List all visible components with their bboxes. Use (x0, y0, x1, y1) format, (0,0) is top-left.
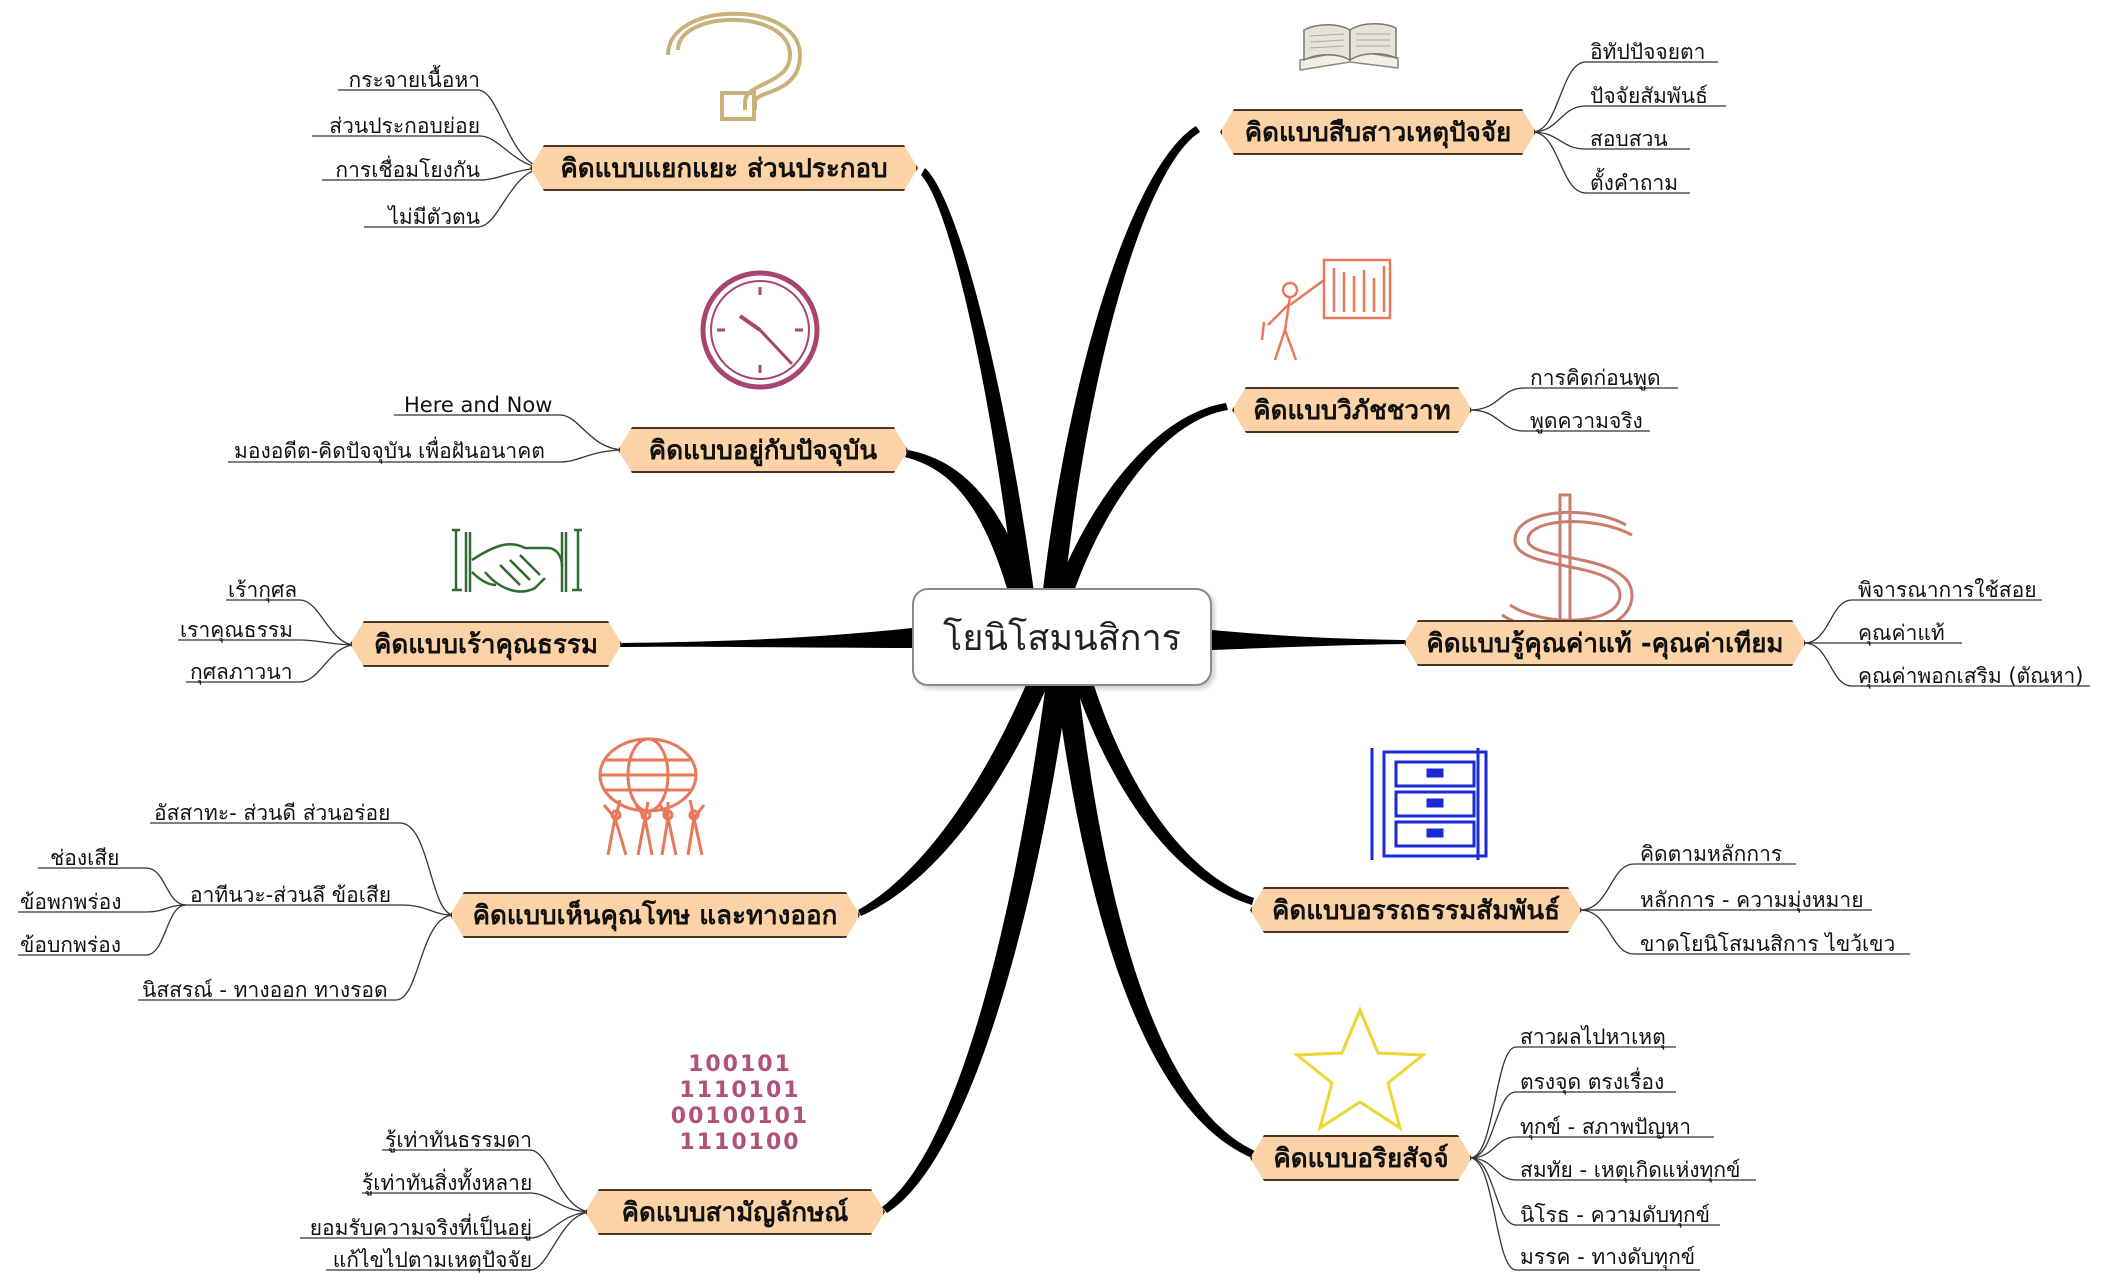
binary-line: 1110100 (679, 1130, 801, 1155)
leaf-t4-1[interactable]: อัสสาทะ- ส่วนดี ส่วนอร่อย (154, 801, 391, 825)
leaf-connectors (18, 61, 2090, 1271)
leaf-t10-2[interactable]: ตรงจุด ตรงเรื่อง (1520, 1070, 1665, 1094)
leaf-t1-2[interactable]: ส่วนประกอบย่อย (329, 114, 480, 138)
branch-t10 (1050, 637, 1255, 1158)
topic-common-characteristics[interactable]: คิดแบบสามัญลักษณ์ (585, 1189, 885, 1235)
leaf-t3-2[interactable]: เราคุณธรรม (180, 618, 293, 642)
binary-line: 1110101 (679, 1078, 801, 1103)
topic-arouse-virtue[interactable]: คิดแบบเร้าคุณธรรม (350, 621, 622, 667)
leaf-t4-3[interactable]: นิสสรณ์ - ทางออก ทางรอด (142, 978, 388, 1002)
branch-t8 (1212, 630, 1405, 650)
topic-analyze-components[interactable]: คิดแบบแยกแยะ ส่วนประกอบ (530, 145, 918, 191)
leaf-t8-1[interactable]: พิจารณาการใช้สอย (1858, 578, 2037, 602)
leaf-t9-3[interactable]: ขาดโยนิโสมนสิการ ไขว้เขว (1640, 932, 1896, 956)
binary-icon: 100101 1110101 00100101 1110100 (660, 1052, 820, 1156)
binary-line: 100101 (688, 1052, 792, 1077)
star-icon (1292, 1006, 1428, 1132)
leaf-t6-4[interactable]: ตั้งคำถาม (1590, 171, 1679, 195)
topic-present-moment[interactable]: คิดแบบอยู่กับปัจจุบัน (618, 427, 908, 473)
leaf-t5-4[interactable]: แก้ไขไปตามเหตุปัจจัย (332, 1248, 532, 1272)
leaf-t4-sub-2[interactable]: ข้อพกพร่อง (20, 890, 122, 914)
branch-t6 (1038, 126, 1200, 637)
leaf-t7-2[interactable]: พูดความจริง (1530, 409, 1643, 433)
handshake-icon (452, 528, 582, 593)
leaf-t6-3[interactable]: สอบสวน (1590, 127, 1668, 151)
branch-t1 (921, 168, 1040, 637)
leaf-t5-3[interactable]: ยอมรับความจริงที่เป็นอยู่ (309, 1216, 532, 1240)
leaf-t1-4[interactable]: ไม่มีตัวตน (388, 205, 480, 229)
leaf-t3-1[interactable]: เร้ากุศล (228, 578, 298, 602)
topic-four-noble-truths[interactable]: คิดแบบอริยสัจจ์ (1250, 1135, 1472, 1181)
leaf-t10-6[interactable]: มรรค - ทางดับทุกข์ (1520, 1245, 1696, 1269)
clock-icon (700, 270, 820, 390)
leaf-t6-1[interactable]: อิทัปปัจจยตา (1590, 40, 1706, 64)
leaf-t5-1[interactable]: รู้เท่าทันธรรมดา (385, 1128, 532, 1152)
leaf-t9-1[interactable]: คิดตามหลักการ (1640, 842, 1783, 866)
branch-t5 (882, 637, 1075, 1213)
leaf-t1-1[interactable]: กระจายเนื้อหา (348, 68, 480, 92)
leaf-t7-1[interactable]: การคิดก่อนพูด (1530, 366, 1661, 390)
central-topic[interactable]: โยนิโสมนสิการ (912, 588, 1212, 686)
presenter-chart-icon (1260, 258, 1392, 361)
leaf-t4-sub-3[interactable]: ข้อบกพร่อง (20, 933, 122, 957)
leaf-t9-2[interactable]: หลักการ - ความมุ่งหมาย (1640, 888, 1864, 912)
file-cabinet-icon (1370, 748, 1488, 860)
question-mark-icon (666, 11, 803, 121)
topic-analytical-speech[interactable]: คิดแบบวิภัชชวาท (1232, 387, 1472, 433)
leaf-t6-2[interactable]: ปัจจัยสัมพันธ์ (1590, 84, 1708, 108)
leaf-t10-3[interactable]: ทุกข์ - สภาพปัญหา (1520, 1115, 1691, 1139)
leaf-t5-2[interactable]: รู้เท่าทันสิ่งทั้งหลาย (362, 1171, 533, 1195)
topic-true-false-value[interactable]: คิดแบบรู้คุณค่าแท้ -คุณค่าเทียม (1404, 620, 1806, 666)
topic-trace-causes[interactable]: คิดแบบสืบสาวเหตุปัจจัย (1220, 109, 1536, 155)
leaf-t10-4[interactable]: สมทัย - เหตุเกิดแห่งทุกข์ (1520, 1158, 1741, 1182)
leaf-t10-5[interactable]: นิโรธ - ความดับทุกข์ (1520, 1203, 1711, 1227)
leaf-t4-sub-1[interactable]: ช่องเสีย (50, 846, 120, 870)
leaf-t3-3[interactable]: กุศลภาวนา (190, 660, 293, 684)
leaf-t10-1[interactable]: สาวผลไปหาเหตุ (1520, 1025, 1666, 1049)
binary-line: 00100101 (670, 1104, 810, 1129)
leaf-t8-2[interactable]: คุณค่าแท้ (1858, 621, 1945, 645)
topic-principle-purpose[interactable]: คิดแบบอรรถธรรมสัมพันธ์ (1250, 887, 1582, 933)
leaf-t2-1[interactable]: Here and Now (404, 393, 553, 417)
leaf-t4-2[interactable]: อาทีนวะ-ส่วนลึ ข้อเสีย (190, 883, 392, 907)
leaf-t2-2[interactable]: มองอดีต-คิดปัจจุบัน เพื่อฝันอนาคต (234, 439, 545, 463)
branch-t3 (620, 628, 912, 648)
leaf-t1-3[interactable]: การเชื่อมโยงกัน (335, 158, 480, 182)
book-icon (1299, 23, 1399, 71)
topic-merits-drawbacks-exit[interactable]: คิดแบบเห็นคุณโทษ และทางออก (450, 892, 860, 938)
globe-people-icon (598, 737, 706, 856)
leaf-t8-3[interactable]: คุณค่าพอกเสริม (ตัณหา) (1858, 664, 2084, 688)
